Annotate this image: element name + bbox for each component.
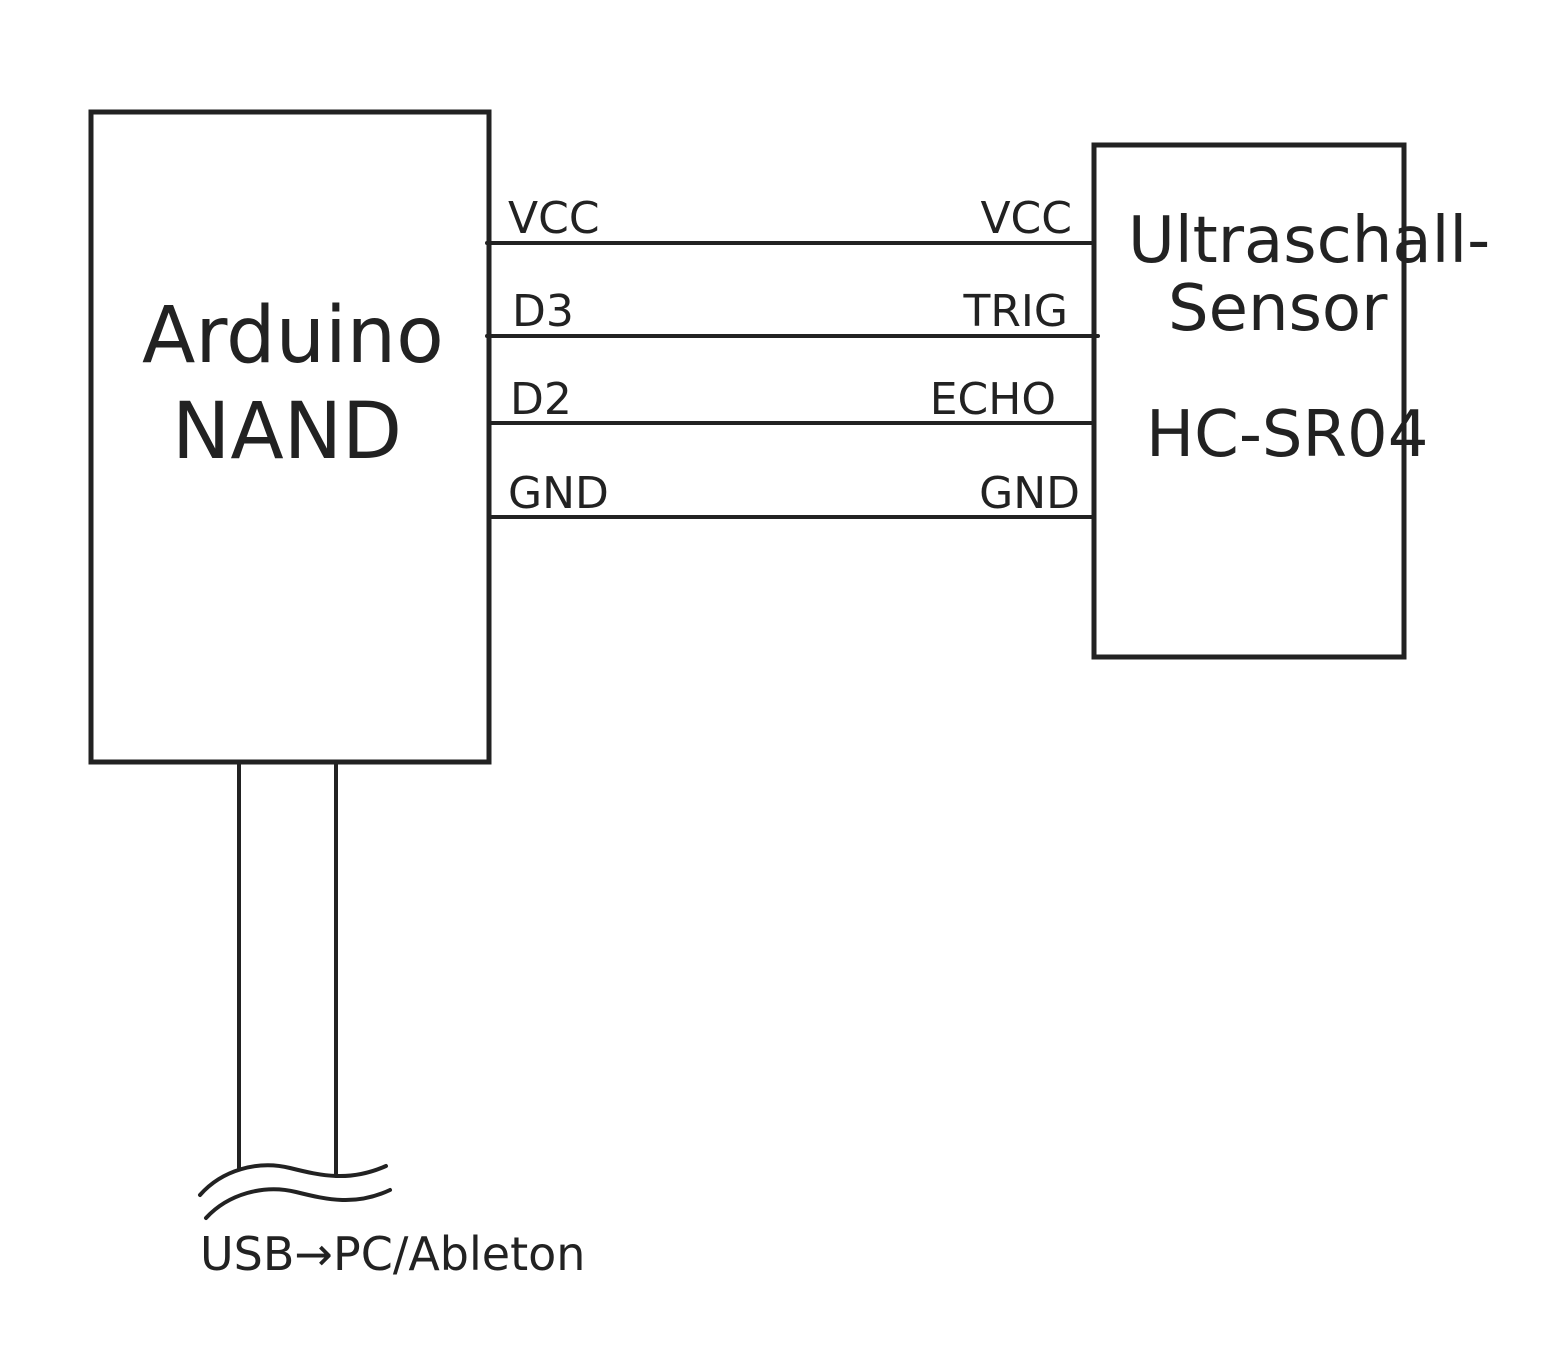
arduino-title-line1: Arduino <box>142 291 444 381</box>
arduino-pin-d2: D2 <box>510 374 572 425</box>
sensor-model: HC-SR04 <box>1146 398 1428 472</box>
sensor-title-line2: Sensor <box>1168 272 1388 346</box>
sensor-title-line1: Ultraschall- <box>1128 204 1490 278</box>
arduino-pin-vcc: VCC <box>508 193 600 244</box>
sensor-pin-vcc: VCC <box>980 193 1072 244</box>
sensor-pin-trig: TRIG <box>962 286 1068 337</box>
usb-cable-break-mark-upper <box>198 1163 388 1197</box>
sensor-pin-echo: ECHO <box>930 374 1056 425</box>
usb-label: USB→PC/Ableton <box>200 1227 585 1281</box>
sensor-pin-gnd: GND <box>979 468 1080 519</box>
arduino-nano-box <box>88 109 492 765</box>
arduino-pin-d3: D3 <box>512 286 574 337</box>
usb-cable-break-mark-lower <box>204 1187 392 1220</box>
hc-sr04-sensor-box <box>1091 142 1407 660</box>
arduino-title-line2: NAND <box>172 387 402 477</box>
arduino-pin-gnd: GND <box>508 468 609 519</box>
